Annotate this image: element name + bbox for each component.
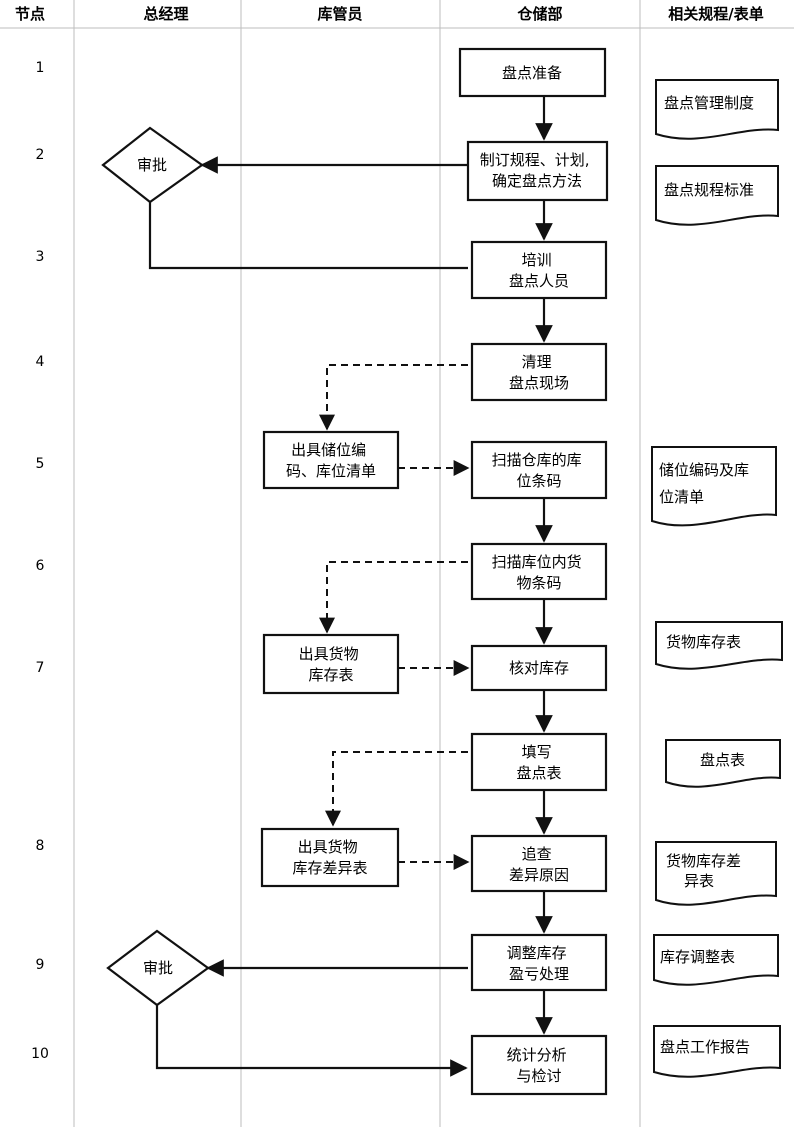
step-fill — [470, 732, 608, 792]
step-scan-goods-label: 扫描库位内货 物条码 — [492, 553, 587, 592]
decisions — [101, 126, 210, 1007]
header-gm: 总经理 — [143, 5, 188, 23]
doc-label-2: 盘点规程标准 — [664, 181, 754, 199]
node-number: 5 — [36, 456, 45, 472]
header-node: 节点 — [15, 5, 45, 23]
step-check — [470, 644, 608, 692]
step-keeper-diff-label: 出具货物 库存差异表 — [292, 838, 367, 877]
step-keeper-loc-label: 出具储位编 码、库位清单 — [286, 441, 376, 480]
doc-shape-8 — [653, 1025, 781, 1078]
doc-label-6: 货物库存差 异表 — [666, 852, 746, 890]
step-keeper-stock-label: 出具货物 库存表 — [299, 645, 364, 684]
step-scan-loc-label: 扫描仓库的库 位条码 — [492, 451, 587, 490]
step-scan-loc — [470, 440, 608, 500]
line-approve1-train — [148, 202, 468, 270]
documents — [651, 79, 783, 1078]
step-clean-label: 清理 盘点现场 — [509, 353, 569, 392]
doc-shape-4 — [655, 621, 783, 670]
doc-label-8: 盘点工作报告 — [660, 1038, 750, 1056]
doc-shape-6 — [655, 841, 777, 906]
solid-connectors — [148, 96, 553, 1077]
step-prepare-label: 盘点准备 — [502, 64, 562, 82]
step-analyze — [470, 1034, 608, 1096]
doc-label-3: 储位编码及库 位清单 — [659, 461, 754, 506]
node-number: 1 — [36, 60, 45, 76]
step-labels: 盘点准备 制订规程、计划, 确定盘点方法 培训 盘点人员 清理 盘点现场 扫描仓… — [286, 64, 595, 1085]
decision-approve2 — [106, 929, 210, 1007]
step-adjust — [470, 933, 608, 992]
node-number: 6 — [36, 558, 45, 574]
decision-approve1-label: 审批 — [137, 156, 167, 174]
decision-approve1 — [101, 126, 204, 204]
node-numbers: 1 2 3 4 5 6 7 8 9 10 — [31, 60, 49, 1062]
step-analyze-label: 统计分析 与检讨 — [507, 1046, 572, 1085]
doc-label-7: 库存调整表 — [660, 948, 735, 966]
node-number: 10 — [31, 1046, 49, 1062]
document-labels: 盘点管理制度 盘点规程标准 储位编码及库 位清单 货物库存表 盘点表 货物库存差… — [659, 94, 754, 1056]
step-keeper-loc — [262, 430, 400, 490]
dashed-connectors — [319, 364, 470, 870]
step-keeper-diff — [260, 827, 400, 888]
step-fill-label: 填写 盘点表 — [516, 743, 561, 782]
node-number: 8 — [36, 838, 45, 854]
step-scan-goods — [470, 542, 608, 601]
step-prepare — [458, 47, 607, 98]
node-number: 2 — [36, 147, 45, 163]
arrow-scangoods-keeperstock — [319, 561, 468, 634]
warehouse-steps — [458, 47, 609, 1096]
header-keeper: 库管员 — [317, 5, 362, 23]
step-keeper-stock — [262, 633, 400, 695]
arrow-approve2-analyze — [155, 1005, 468, 1077]
node-number: 7 — [36, 660, 45, 676]
step-check-label: 核对库存 — [509, 659, 569, 677]
node-number: 9 — [36, 957, 45, 973]
header-warehouse: 仓储部 — [516, 5, 562, 23]
keeper-steps — [260, 430, 400, 888]
doc-shape-7 — [653, 934, 779, 986]
node-number: 3 — [36, 249, 45, 265]
arrow-clean-keeperloc — [319, 364, 468, 431]
doc-label-4: 货物库存表 — [666, 633, 741, 651]
step-trace — [470, 834, 608, 893]
doc-shape-3 — [651, 446, 777, 527]
step-train-label: 培训 盘点人员 — [509, 251, 569, 290]
step-train — [470, 240, 608, 300]
step-clean — [470, 342, 608, 402]
doc-shape-1 — [655, 79, 779, 140]
step-trace-label: 追查 差异原因 — [509, 845, 569, 884]
doc-label-5: 盘点表 — [700, 751, 745, 769]
header-docs: 相关规程/表单 — [668, 5, 763, 23]
doc-shape-5 — [665, 739, 781, 788]
arrow-fill-keeperdiff — [325, 751, 468, 827]
step-plan-label: 制订规程、计划, 确定盘点方法 — [480, 151, 595, 190]
node-number: 4 — [36, 354, 45, 370]
step-adjust-label: 调整库存 盈亏处理 — [507, 944, 572, 983]
doc-label-1: 盘点管理制度 — [664, 94, 754, 112]
doc-shape-2 — [655, 165, 779, 226]
step-plan — [466, 140, 609, 202]
decision-approve2-label: 审批 — [143, 959, 173, 977]
